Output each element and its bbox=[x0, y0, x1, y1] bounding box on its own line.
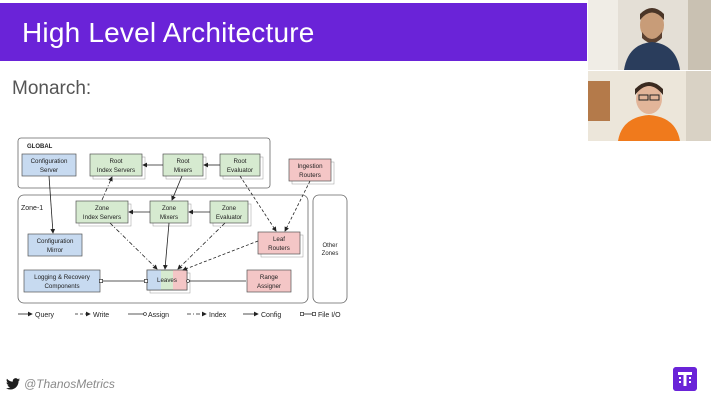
video-sidebar-background bbox=[588, 141, 711, 363]
leaf-routers-node: Leaf Routers bbox=[257, 231, 304, 258]
svg-text:Evaluator: Evaluator bbox=[216, 214, 242, 221]
svg-text:Configuration: Configuration bbox=[31, 158, 68, 165]
person-icon bbox=[588, 71, 711, 141]
logging-recovery-node: Logging & Recovery Components bbox=[23, 269, 101, 293]
ingestion-routers-node: Ingestion Routers bbox=[288, 158, 335, 185]
participant-video-2[interactable] bbox=[588, 71, 711, 141]
zone-mixers-node: Zone Mixers bbox=[149, 200, 192, 227]
zone-label: Zone-1 bbox=[21, 205, 43, 212]
other-zones-label-1: Other bbox=[322, 243, 337, 249]
legend-write-label: Write bbox=[93, 312, 109, 319]
diagram-edges bbox=[48, 162, 311, 283]
svg-text:Mixers: Mixers bbox=[160, 214, 178, 221]
global-label: GLOBAL bbox=[27, 144, 53, 150]
svg-text:Routers: Routers bbox=[268, 245, 290, 252]
other-zones-region bbox=[312, 194, 348, 304]
legend-query-label: Query bbox=[35, 312, 55, 319]
twitter-icon bbox=[6, 378, 20, 390]
svg-text:Root: Root bbox=[233, 158, 246, 165]
svg-text:Mirror: Mirror bbox=[47, 247, 63, 254]
root-mixers-node: Root Mixers bbox=[162, 153, 207, 180]
config-mirror-node: Configuration Mirror bbox=[27, 233, 83, 257]
svg-text:Index Servers: Index Servers bbox=[83, 214, 121, 221]
zone-evaluator-node: Zone Evaluator bbox=[209, 200, 252, 227]
footer-handle: @ThanosMetrics bbox=[24, 377, 115, 391]
range-assigner-node: Range Assigner bbox=[246, 269, 292, 293]
svg-text:Configuration: Configuration bbox=[37, 238, 74, 245]
legend-labels: Query Write Assign Index Config File I/O bbox=[35, 312, 341, 319]
leaves-node: Leaves bbox=[146, 269, 191, 294]
legend-index-label: Index bbox=[209, 312, 227, 319]
svg-text:Evaluator: Evaluator bbox=[227, 167, 253, 174]
svg-text:Ingestion: Ingestion bbox=[297, 163, 323, 170]
other-zones-label-2: Zones bbox=[322, 251, 339, 257]
participant-video-1[interactable] bbox=[588, 0, 711, 70]
legend-assign-label: Assign bbox=[148, 312, 169, 319]
svg-text:Logging & Recovery: Logging & Recovery bbox=[34, 274, 91, 281]
slide: High Level Architecture Monarch: GLOBAL … bbox=[0, 3, 587, 391]
svg-text:Zone: Zone bbox=[222, 205, 237, 212]
svg-text:Leaves: Leaves bbox=[157, 277, 177, 284]
person-icon bbox=[588, 0, 711, 70]
svg-text:Range: Range bbox=[260, 274, 279, 281]
svg-text:Routers: Routers bbox=[299, 172, 321, 179]
svg-text:Leaf: Leaf bbox=[273, 236, 285, 243]
svg-text:Zone: Zone bbox=[95, 205, 110, 212]
svg-text:Zone: Zone bbox=[162, 205, 177, 212]
legend-fileio-label: File I/O bbox=[318, 312, 341, 319]
svg-text:Index Servers: Index Servers bbox=[97, 167, 135, 174]
svg-text:Mixers: Mixers bbox=[174, 167, 192, 174]
zone-index-servers-node: Zone Index Servers bbox=[75, 200, 132, 227]
slide-footer: @ThanosMetrics bbox=[6, 377, 115, 391]
legend-config-label: Config bbox=[261, 312, 281, 319]
svg-text:Root: Root bbox=[109, 158, 122, 165]
title-bar: High Level Architecture bbox=[0, 3, 587, 61]
root-index-servers-node: Root Index Servers bbox=[89, 153, 146, 180]
config-server-node: Configuration Server bbox=[21, 153, 77, 177]
slide-title: High Level Architecture bbox=[22, 17, 315, 48]
slide-subtitle: Monarch: bbox=[12, 78, 92, 99]
svg-text:Server: Server bbox=[40, 167, 58, 174]
svg-text:Assigner: Assigner bbox=[257, 283, 281, 290]
svg-text:Components: Components bbox=[44, 283, 79, 290]
thanos-logo-icon bbox=[673, 367, 697, 391]
root-evaluator-node: Root Evaluator bbox=[219, 153, 264, 180]
architecture-diagram: GLOBAL Zone-1 Other Zones Configuration … bbox=[17, 137, 348, 319]
svg-text:Root: Root bbox=[176, 158, 189, 165]
